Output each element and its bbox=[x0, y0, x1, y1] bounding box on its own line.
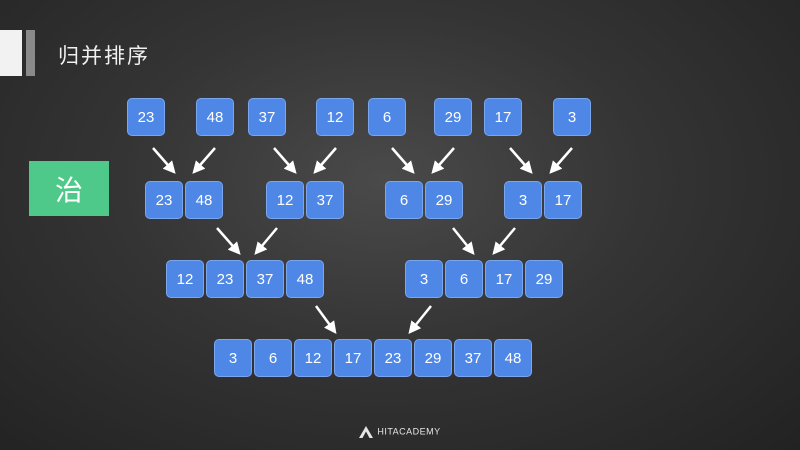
number-cell: 3 bbox=[405, 260, 443, 298]
slide-title: 归并排序 bbox=[58, 44, 150, 68]
number-cell: 17 bbox=[544, 181, 582, 219]
number-cell: 37 bbox=[306, 181, 344, 219]
arrow bbox=[549, 147, 573, 174]
number-cell: 23 bbox=[374, 339, 412, 377]
number-cell: 37 bbox=[246, 260, 284, 298]
arrow bbox=[431, 147, 455, 174]
number-cell: 37 bbox=[248, 98, 286, 136]
number-cell: 6 bbox=[385, 181, 423, 219]
arrow bbox=[452, 227, 475, 255]
arrow bbox=[152, 147, 176, 174]
number-cell: 29 bbox=[425, 181, 463, 219]
number-cell: 12 bbox=[166, 260, 204, 298]
conquer-label: 治 bbox=[29, 161, 109, 216]
number-cell: 48 bbox=[494, 339, 532, 377]
number-cell: 23 bbox=[127, 98, 165, 136]
number-cell: 23 bbox=[206, 260, 244, 298]
number-cell: 12 bbox=[316, 98, 354, 136]
number-cell: 17 bbox=[484, 98, 522, 136]
number-cell: 17 bbox=[334, 339, 372, 377]
number-cell: 37 bbox=[454, 339, 492, 377]
number-cell: 48 bbox=[286, 260, 324, 298]
arrow bbox=[273, 147, 297, 174]
arrow bbox=[314, 305, 337, 335]
hitacademy-logo-icon bbox=[359, 426, 374, 438]
arrow bbox=[216, 227, 241, 255]
arrow bbox=[192, 147, 216, 174]
number-cell: 29 bbox=[525, 260, 563, 298]
arrow bbox=[391, 147, 415, 174]
title-accent-bar bbox=[0, 30, 22, 76]
title-accent-bar-secondary bbox=[26, 30, 35, 76]
number-cell: 48 bbox=[185, 181, 223, 219]
number-cell: 29 bbox=[414, 339, 452, 377]
number-cell: 6 bbox=[254, 339, 292, 377]
number-cell: 3 bbox=[553, 98, 591, 136]
number-cell: 12 bbox=[266, 181, 304, 219]
number-cell: 12 bbox=[294, 339, 332, 377]
number-cell: 6 bbox=[368, 98, 406, 136]
arrow bbox=[509, 147, 533, 174]
arrow bbox=[408, 305, 432, 334]
arrow bbox=[254, 227, 278, 255]
footer-brand-text: HITACADEMY bbox=[377, 426, 441, 437]
number-cell: 3 bbox=[504, 181, 542, 219]
number-cell: 29 bbox=[434, 98, 472, 136]
number-cell: 48 bbox=[196, 98, 234, 136]
number-cell: 3 bbox=[214, 339, 252, 377]
number-cell: 17 bbox=[485, 260, 523, 298]
number-cell: 23 bbox=[145, 181, 183, 219]
footer-brand: HITACADEMY bbox=[0, 426, 800, 438]
number-cell: 6 bbox=[445, 260, 483, 298]
arrow bbox=[492, 227, 516, 255]
arrow bbox=[313, 147, 337, 174]
